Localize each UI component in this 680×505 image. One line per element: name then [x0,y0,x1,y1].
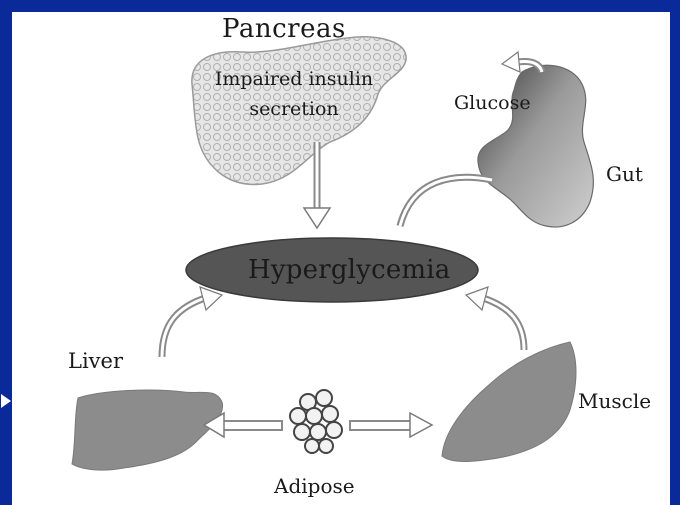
gut-shape [478,65,593,227]
liver-label: Liver [68,349,123,373]
frame-left [0,0,12,505]
arrow-gut-to-hyperglycemia [400,177,492,226]
adipose-cells [290,390,342,453]
hyperglycemia-label: Hyperglycemia [248,255,451,285]
muscle-shape [442,342,576,462]
muscle-label: Muscle [578,389,651,413]
pancreas-label: Pancreas [222,14,346,44]
diagram-canvas: Pancreas Impaired insulin secretion Gluc… [12,12,670,505]
pancreas-description-line2: secretion [214,94,374,124]
gut-label: Gut [606,162,643,186]
frame-right [670,0,680,505]
frame-top [0,0,680,12]
pancreas-description: Impaired insulin secretion [214,64,374,124]
pancreas-description-line1: Impaired insulin [214,64,374,94]
liver-shape [72,390,223,470]
glucose-label: Glucose [454,92,531,114]
arrow-adipose-to-muscle [350,413,432,437]
slide-marker-arrow-icon [1,394,11,408]
adipose-label: Adipose [274,474,355,498]
arrow-muscle-to-hyperglycemia [466,287,524,350]
arrow-liver-to-hyperglycemia [162,287,222,357]
